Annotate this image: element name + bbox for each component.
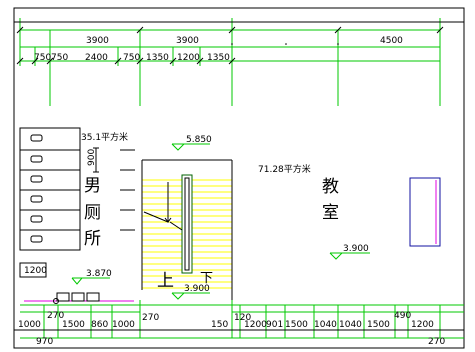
dim-label: 750 xyxy=(123,53,140,63)
bottom-dimension-labels-left: 270 1000 1500 860 1000 970 270 xyxy=(18,311,159,347)
stair-down-label: 下 xyxy=(200,271,213,286)
dim-label: 1350 xyxy=(207,53,230,63)
grid-markers xyxy=(231,43,339,45)
stall-partitions-right xyxy=(120,149,135,231)
dim-label: 1200 xyxy=(411,320,434,330)
restroom-char: 男 xyxy=(84,176,101,196)
window-right xyxy=(409,177,441,247)
top-dimension-ticks xyxy=(16,26,444,65)
restroom-char: 所 xyxy=(84,229,101,249)
dim-label: 1000 xyxy=(18,320,41,330)
elevation-3870: 3.870 xyxy=(71,269,112,285)
dim-label: 1350 xyxy=(146,53,169,63)
dim-label: 2400 xyxy=(85,53,108,63)
elevation-label: 5.850 xyxy=(186,135,212,145)
dim-label: 4500 xyxy=(380,36,403,46)
dim-label: 270 xyxy=(428,337,445,347)
dim-label: 1500 xyxy=(62,320,85,330)
dim-label: 3900 xyxy=(176,36,199,46)
dim-label: 901 xyxy=(266,320,283,330)
dim-label: 1040 xyxy=(314,320,337,330)
toilet-area-label: 35.1平方米 xyxy=(81,131,128,143)
classroom-char: 教 xyxy=(322,177,339,197)
top-dimension-labels-row1: 3900 3900 4500 xyxy=(86,36,403,46)
classroom-area-label: 71.28平方米 xyxy=(258,163,311,175)
elevation-label: 3.900 xyxy=(343,244,369,254)
dim-label: 120 xyxy=(234,313,251,323)
dim-label: 750 xyxy=(51,53,68,63)
dim-1200-label: 1200 xyxy=(24,266,47,276)
dim-label: 860 xyxy=(91,320,108,330)
elevation-5850: 5.850 xyxy=(171,135,212,151)
restroom-char: 厕 xyxy=(84,203,101,223)
classroom-char: 室 xyxy=(322,203,339,223)
dim-label: 490 xyxy=(394,311,411,321)
dim-label: 1000 xyxy=(112,320,135,330)
dim-label: 3900 xyxy=(86,36,109,46)
stair-up-label: 上 xyxy=(157,271,174,291)
dim-label: 1500 xyxy=(285,320,308,330)
dim-label: 1200 xyxy=(244,320,267,330)
dim-label: 1200 xyxy=(177,53,200,63)
left-fixtures xyxy=(24,292,134,304)
dim-label: 270 xyxy=(47,311,64,321)
dim-1200-box xyxy=(19,262,47,278)
top-dimension-labels-row2: 750 750 2400 750 1350 1200 1350 xyxy=(34,53,230,63)
dim-label: 150 xyxy=(211,320,228,330)
elevation-3900-stair: 3.900 xyxy=(171,284,210,300)
stair-handrail-inner xyxy=(184,177,190,271)
dim-label: 270 xyxy=(142,313,159,323)
top-dimension-lines xyxy=(19,18,441,106)
dim-900-marker: 900 xyxy=(87,147,99,173)
dim-label: 1040 xyxy=(339,320,362,330)
dim-900-label: 900 xyxy=(87,149,97,166)
elevation-label: 3.870 xyxy=(86,269,112,279)
stair-handrail-box xyxy=(181,174,193,274)
dim-label: 970 xyxy=(36,337,53,347)
classroom-label: 教 室 xyxy=(322,177,339,223)
elevation-3900-room: 3.900 xyxy=(329,244,370,260)
drawing-border xyxy=(13,7,465,349)
dim-label: 1500 xyxy=(367,320,390,330)
elevation-label: 3.900 xyxy=(184,284,210,294)
toilet-stalls xyxy=(19,127,81,251)
staircase xyxy=(141,159,233,300)
dim-label: 750 xyxy=(34,53,51,63)
restroom-label: 男 厕 所 xyxy=(84,176,101,249)
bottom-dimension-labels-right: 120 490 150 1200 901 1500 1040 1040 1500… xyxy=(211,311,445,347)
